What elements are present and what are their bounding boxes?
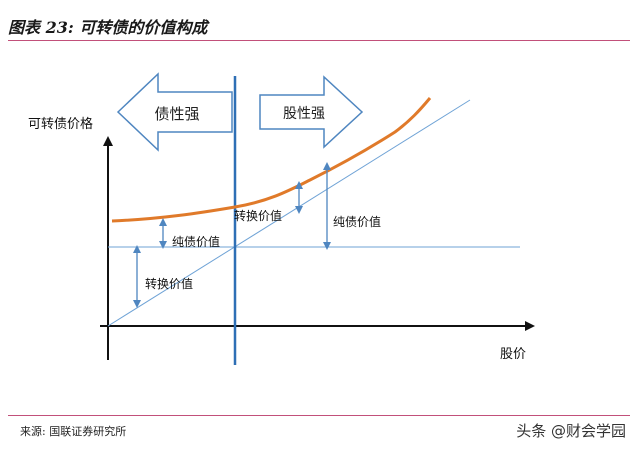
watermark: 头条 @财会学园 xyxy=(516,422,626,440)
equity-strong-arrow xyxy=(259,75,364,149)
source-note: 来源: 国联证券研究所 xyxy=(20,425,127,438)
bond-value-label-left: 纯债价值 xyxy=(172,234,220,249)
figure-title: 图表 23: 可转债的价值构成 xyxy=(8,18,208,37)
bond-value-label-right: 纯债价值 xyxy=(333,214,381,229)
bond-strong-label: 债性强 xyxy=(154,105,199,123)
conversion-value-label-left: 转换价值 xyxy=(145,276,193,291)
conversion-value-label-mid: 转换价值 xyxy=(234,208,282,223)
bond-strong-arrow xyxy=(116,72,233,152)
bottom-rule xyxy=(8,415,630,416)
y-axis-label: 可转债价格 xyxy=(28,116,93,132)
x-axis-label: 股价 xyxy=(500,347,526,362)
top-rule xyxy=(8,40,630,41)
convertible-price-curve xyxy=(111,97,432,223)
conversion-value-line xyxy=(107,99,471,327)
equity-strong-label: 股性强 xyxy=(283,106,325,122)
